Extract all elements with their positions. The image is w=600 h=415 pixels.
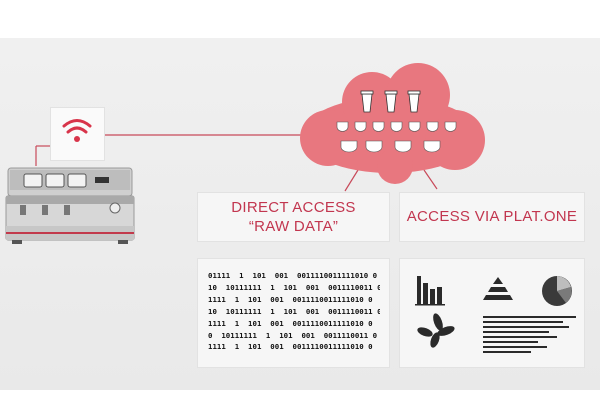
- raw-data-line: 1111 1 101 001 0011110011111010 0: [208, 318, 373, 328]
- raw-data-panel: [197, 258, 390, 368]
- platone-header: [399, 192, 585, 242]
- horizontal-bars-icon: [483, 316, 576, 353]
- direct-access-title: DIRECT ACCESS “RAW DATA”: [197, 198, 390, 236]
- takeaway-cups: [360, 90, 421, 113]
- direct-access-title-line2: “RAW DATA”: [248, 218, 339, 235]
- direct-access-header: [197, 192, 390, 242]
- top-band: [0, 0, 600, 38]
- cloud-direct-connector: [344, 169, 359, 192]
- pyramid-icon: [483, 277, 513, 300]
- pie-chart-icon: [542, 276, 572, 306]
- direct-access-title-line1: DIRECT ACCESS: [231, 199, 356, 216]
- radial-chart-icon: [417, 313, 455, 348]
- coffee-cups: [336, 121, 457, 153]
- raw-data-line: 0 10111111 1 101 001 0011110011 0: [208, 330, 378, 340]
- bar-chart-icon: [415, 276, 445, 306]
- wifi-box: [50, 107, 105, 161]
- cloud-platone-connector: [423, 169, 438, 190]
- bottom-band: [0, 390, 600, 415]
- raw-data-text: 01111 1 101 001 0011110011111010 0 10 101…: [208, 270, 380, 355]
- group-heads: [23, 173, 109, 188]
- platone-title: ACCESS VIA PLAT.ONE: [406, 208, 578, 225]
- raw-data-line: 10 10111111 1 101 001 0011110011 0: [208, 306, 380, 316]
- raw-data-line: 10 10111111 1 101 001 0011110011 0: [208, 353, 380, 355]
- raw-data-line: 10 10111111 1 101 001 0011110011 0: [208, 282, 380, 292]
- raw-data-line: 1111 1 101 001 0011110011111010 0: [208, 342, 373, 352]
- raw-data-line: 01111 1 101 001 0011110011111010 0: [208, 271, 378, 280]
- raw-data-line: 1111 1 101 001 0011110011111010 0: [208, 294, 373, 304]
